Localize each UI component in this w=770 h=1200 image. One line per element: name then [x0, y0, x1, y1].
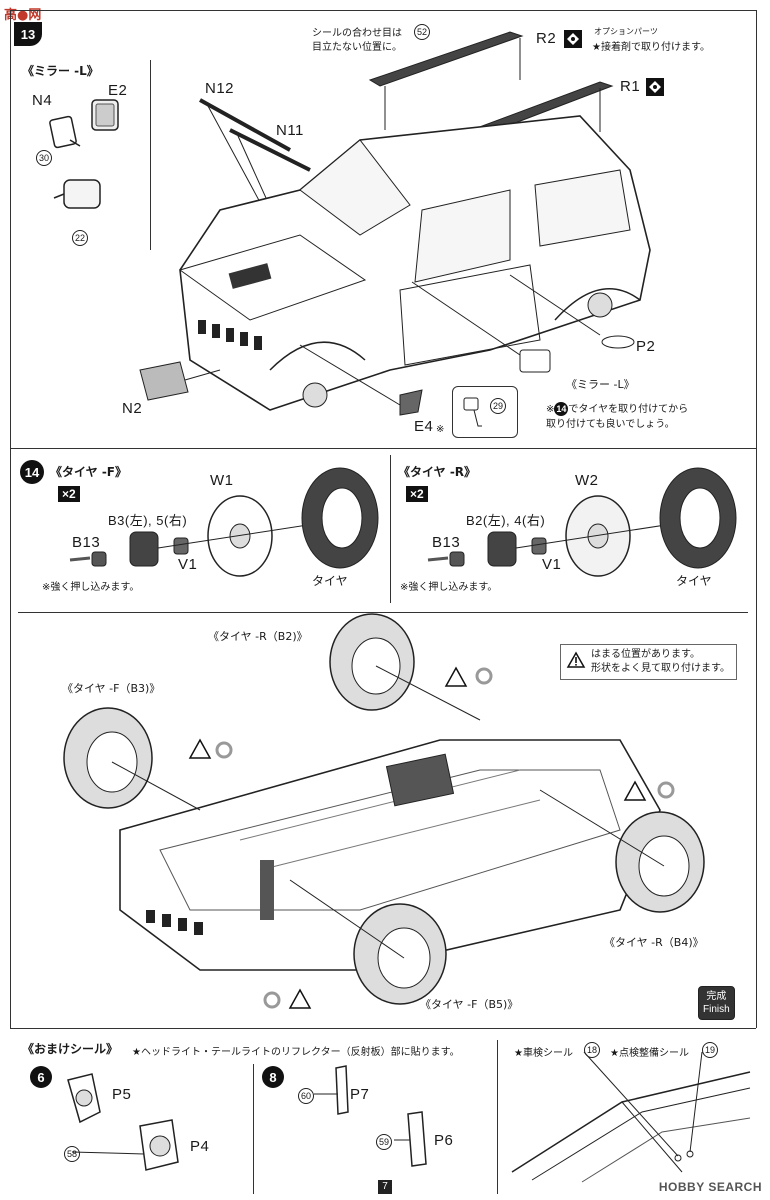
tire-note-line2: 取り付けても良いでしょう。 [546, 419, 675, 430]
e4-note-mark: ※ [436, 424, 445, 435]
num-18: 18 [584, 1042, 600, 1058]
num-29: 29 [490, 398, 506, 414]
tire-f-note: ※強く押し込みます。 [42, 582, 140, 593]
caution-note: はまる位置があります。 形状をよく見て取り付けます。 [560, 644, 737, 680]
tire-r-v1: V1 [542, 556, 562, 573]
seal-p7: P7 [350, 1086, 370, 1103]
wheel-b2 [329, 613, 415, 711]
tire-f-header: 《タイヤ -F》 [50, 465, 127, 479]
num-59: 59 [376, 1134, 392, 1150]
wheel-b4 [615, 811, 705, 913]
part-p2: P2 [636, 338, 656, 355]
num-52: 52 [414, 24, 430, 40]
mirror-l-label: 《ミラー -L》 [566, 378, 635, 391]
tire-f-b-pair: B3(左), 5(右) [108, 513, 188, 528]
tire-r-b13: B13 [432, 534, 461, 551]
tire-f-exploded [69, 467, 379, 577]
section-divider-13-14 [10, 448, 756, 449]
tire-r-qty: ×2 [406, 486, 428, 502]
tire-note-prefix: ※ [546, 404, 555, 415]
tire-r-note: ※強く押し込みます。 [400, 582, 498, 593]
right-border [756, 10, 757, 1028]
caution-line2: 形状をよく見て取り付けます。 [591, 663, 730, 674]
part-e2: E2 [108, 82, 128, 99]
option-parts-label: オプションパーツ [594, 27, 658, 36]
wheel-b3 [63, 707, 153, 809]
section-divider-bonus [10, 1028, 756, 1029]
part-n12: N12 [205, 80, 235, 97]
tire-r-tire: タイヤ [676, 574, 712, 588]
tire-f-qty: ×2 [58, 486, 80, 502]
part-n11: N11 [276, 122, 304, 139]
finish-en: Finish [703, 1004, 730, 1015]
caution-marks [188, 666, 647, 1009]
finish-badge: 完成 Finish [698, 986, 735, 1020]
part-r1: R1 [620, 78, 641, 95]
option-parts-note: ★接着剤で取り付けます。 [592, 42, 710, 53]
tire-note-rest: でタイヤを取り付けてから [568, 404, 689, 415]
page-number: 7 [378, 1180, 392, 1194]
section-divider-14-parts [18, 612, 748, 613]
mirror-parts-drawing [49, 99, 119, 209]
underbody-drawing [63, 613, 705, 1009]
shaken-seal-label: ★車検シール [514, 1048, 573, 1059]
left-border [10, 10, 11, 1028]
num-30: 30 [36, 150, 52, 166]
seal-note-line1: シールの合わせ目は [312, 28, 402, 39]
wheel-b5 [353, 903, 447, 1005]
label-tire-f-b3: 《タイヤ -F（B3)》 [62, 682, 161, 695]
seal-p5: P5 [112, 1086, 132, 1103]
bonus-6-drawing [67, 1073, 179, 1171]
mirror-l-header: 《ミラー -L》 [22, 64, 99, 78]
divider-bonus-8-seal [497, 1040, 498, 1194]
label-tire-f-b5: 《タイヤ -F（B5)》 [420, 998, 519, 1011]
part-r2: R2 [536, 30, 557, 47]
car-body-drawing [139, 31, 651, 416]
seal-note-line2: 目立たない位置に。 [312, 42, 402, 53]
windshield-seal-drawing [511, 1051, 751, 1183]
top-border [10, 10, 756, 11]
watermark-hobbysearch: HOBBY SEARCH [658, 1180, 762, 1194]
seal-p6: P6 [434, 1132, 454, 1149]
part-n2: N2 [122, 400, 143, 417]
tire-r-exploded [427, 467, 737, 577]
bonus-8-drawing [314, 1065, 427, 1167]
step-14-number: 14 [20, 460, 44, 484]
tire-r-w2: W2 [575, 472, 599, 489]
bonus-step-6: 6 [30, 1066, 52, 1088]
tire-f-v1: V1 [178, 556, 198, 573]
mirror-callout-drawing [463, 397, 482, 427]
divider-mirror-panel [150, 60, 151, 250]
tire-note-step-14: 14 [554, 402, 569, 416]
num-58: 58 [64, 1146, 80, 1162]
caution-line1: はまる位置があります。 [591, 649, 700, 660]
tire-r-b-pair: B2(左), 4(右) [466, 513, 546, 528]
finish-jp: 完成 [706, 991, 727, 1002]
num-19: 19 [702, 1042, 718, 1058]
option-part-icon-r2 [564, 30, 582, 48]
watermark-logo: 高●网 [4, 8, 42, 23]
caution-icon [566, 651, 586, 668]
part-e4: E4 [414, 418, 434, 435]
seal-p4: P4 [190, 1138, 210, 1155]
tenken-seal-label: ★点検整備シール [610, 1048, 689, 1059]
bonus-header: 《おまけシール》 [22, 1042, 119, 1056]
divider-front-rear [390, 455, 391, 603]
part-n4: N4 [32, 92, 53, 109]
label-tire-r-b4: 《タイヤ -R（B4)》 [604, 936, 704, 949]
bonus-step-8: 8 [262, 1066, 284, 1088]
mirror-callout-box [452, 386, 518, 438]
bonus-note: ★ヘッドライト・テールライトのリフレクター（反射板）部に貼ります。 [132, 1047, 460, 1058]
num-60: 60 [298, 1088, 314, 1104]
tire-f-tire: タイヤ [312, 574, 348, 588]
step-13-number: 13 [14, 22, 42, 46]
label-tire-r-b2: 《タイヤ -R（B2)》 [208, 630, 308, 643]
divider-bonus-6-8 [253, 1064, 254, 1194]
num-22: 22 [72, 230, 88, 246]
tire-r-header: 《タイヤ -R》 [398, 465, 477, 479]
tire-f-b13: B13 [72, 534, 101, 551]
tire-f-w1: W1 [210, 472, 234, 489]
option-part-icon-r1 [646, 78, 664, 96]
